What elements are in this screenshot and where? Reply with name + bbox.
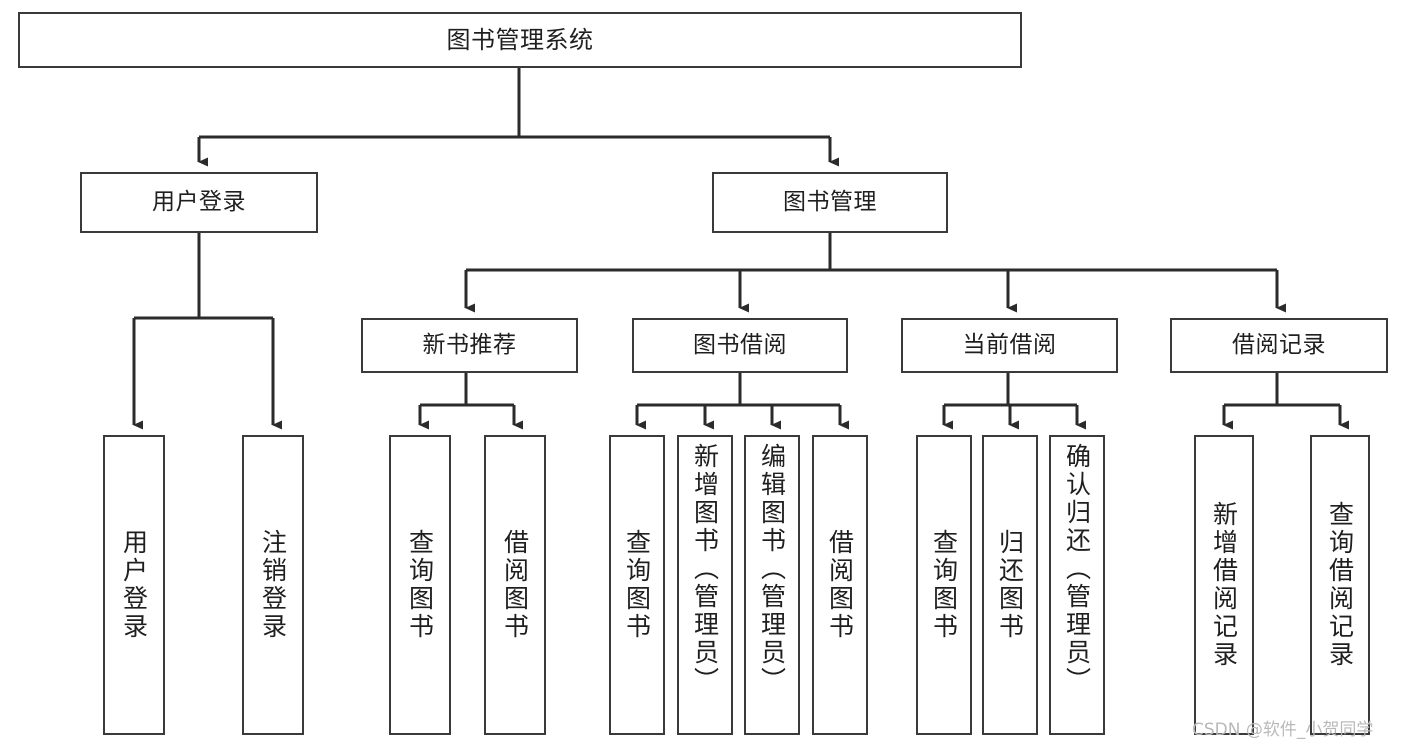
node-user-login-label: 用户登录 — [152, 188, 246, 215]
leaf-logout-label: 注销登录 — [258, 529, 288, 641]
node-root-system-label: 图书管理系统 — [446, 25, 594, 54]
leaf-return-book[interactable]: 归还图书 — [982, 435, 1038, 735]
node-book-management[interactable]: 图书管理 — [712, 172, 948, 233]
leaf-edit-book-admin-label: 编辑图书（管理员） — [757, 443, 787, 695]
csdn-watermark: CSDN @软件_小贺同学 — [1192, 720, 1374, 740]
leaf-query-book-nb-label: 查询图书 — [405, 529, 435, 641]
node-user-login[interactable]: 用户登录 — [80, 172, 318, 233]
node-current-borrow[interactable]: 当前借阅 — [901, 318, 1118, 373]
node-current-borrow-label: 当前借阅 — [962, 331, 1057, 358]
leaf-query-book-cb-label: 查询图书 — [929, 529, 959, 641]
node-book-borrow-label: 图书借阅 — [693, 331, 787, 358]
leaf-borrow-book-bb[interactable]: 借阅图书 — [812, 435, 868, 735]
leaf-query-borrow-record-label: 查询借阅记录 — [1325, 501, 1355, 669]
leaf-logout[interactable]: 注销登录 — [242, 435, 304, 735]
node-borrow-record-label: 借阅记录 — [1232, 331, 1326, 358]
leaf-borrow-book-nb-label: 借阅图书 — [500, 529, 530, 641]
leaf-user-login-label: 用户登录 — [119, 529, 149, 641]
leaf-return-book-label: 归还图书 — [995, 529, 1025, 641]
leaf-add-borrow-record[interactable]: 新增借阅记录 — [1194, 435, 1254, 735]
leaf-query-book-bb[interactable]: 查询图书 — [609, 435, 665, 735]
node-new-book-recommend-label: 新书推荐 — [422, 331, 517, 358]
leaf-query-book-cb[interactable]: 查询图书 — [916, 435, 972, 735]
leaf-confirm-return-admin-label: 确认归还（管理员） — [1062, 443, 1092, 695]
node-new-book-recommend[interactable]: 新书推荐 — [361, 318, 578, 373]
leaf-borrow-book-bb-label: 借阅图书 — [825, 529, 855, 641]
leaf-add-borrow-record-label: 新增借阅记录 — [1209, 501, 1239, 669]
node-root-system[interactable]: 图书管理系统 — [18, 12, 1022, 68]
leaf-confirm-return-admin[interactable]: 确认归还（管理员） — [1049, 435, 1105, 735]
leaf-add-book-admin-label: 新增图书（管理员） — [690, 443, 720, 695]
leaf-user-login[interactable]: 用户登录 — [103, 435, 165, 735]
node-borrow-record[interactable]: 借阅记录 — [1170, 318, 1388, 373]
leaf-add-book-admin[interactable]: 新增图书（管理员） — [677, 435, 733, 735]
leaf-query-book-nb[interactable]: 查询图书 — [389, 435, 451, 735]
leaf-query-borrow-record[interactable]: 查询借阅记录 — [1310, 435, 1370, 735]
node-book-borrow[interactable]: 图书借阅 — [632, 318, 848, 373]
leaf-borrow-book-nb[interactable]: 借阅图书 — [484, 435, 546, 735]
node-book-management-label: 图书管理 — [783, 188, 877, 215]
leaf-edit-book-admin[interactable]: 编辑图书（管理员） — [744, 435, 800, 735]
leaf-query-book-bb-label: 查询图书 — [622, 529, 652, 641]
